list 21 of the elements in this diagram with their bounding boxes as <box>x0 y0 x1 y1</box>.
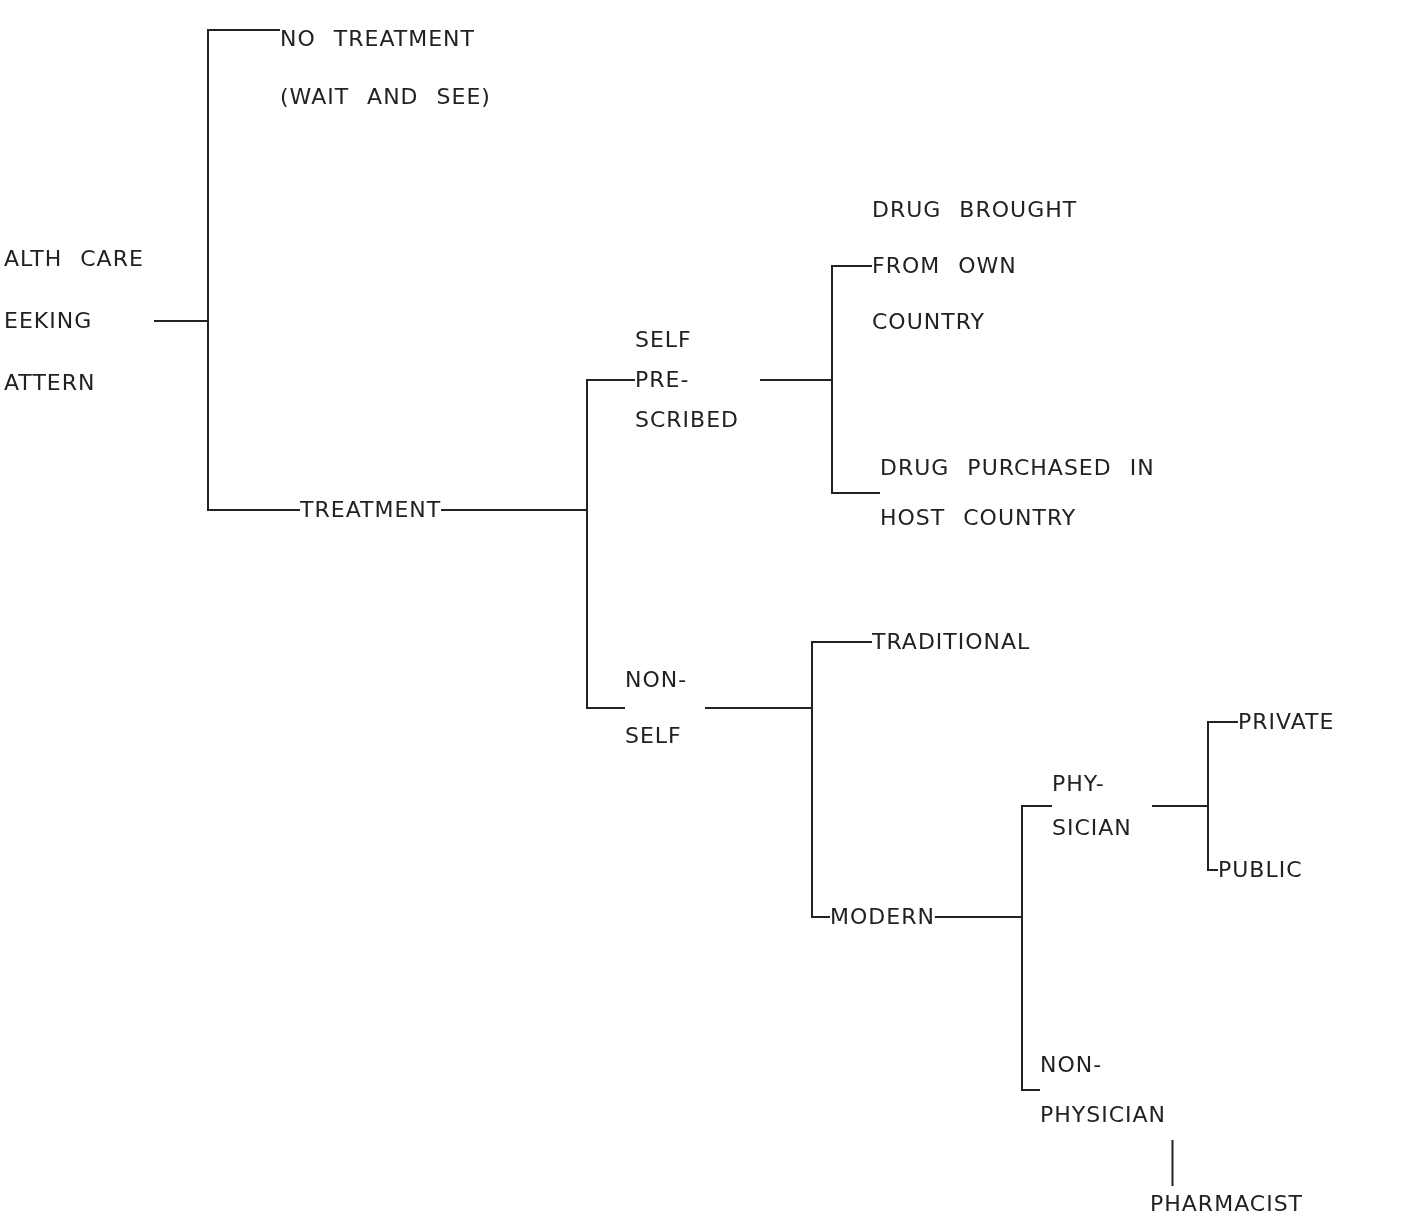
bracket-connector <box>440 509 626 709</box>
bracket-connector <box>1171 1139 1174 1187</box>
node-label: TREATMENT <box>300 496 442 524</box>
node-label: DRUG BROUGHT FROM OWN COUNTRY <box>872 196 1079 336</box>
bracket-connector <box>1151 805 1219 871</box>
node-label: NON- SELF <box>625 666 689 750</box>
node-label: PHY- SICIAN <box>1052 770 1133 842</box>
node-label: PRIVATE <box>1238 708 1335 736</box>
node-label: PUBLIC <box>1218 856 1303 884</box>
node-label: MODERN <box>830 903 935 931</box>
node-label: PHARMACIST <box>1150 1190 1304 1218</box>
bracket-connector <box>759 379 881 494</box>
bracket-connector <box>933 916 1041 1091</box>
node-label: SELF PRE- SCRIBED <box>635 326 741 434</box>
bracket-connector <box>704 707 831 918</box>
node-label: ALTH CARE EEKING ATTERN <box>4 245 145 397</box>
bracket-connector <box>153 320 301 511</box>
node-label: NON- PHYSICIAN <box>1040 1051 1168 1129</box>
node-label: NO TREATMENT (WAIT AND SEE) <box>280 25 492 111</box>
node-label: TRADITIONAL <box>872 628 1031 656</box>
node-label: DRUG PURCHASED IN HOST COUNTRY <box>880 454 1156 532</box>
